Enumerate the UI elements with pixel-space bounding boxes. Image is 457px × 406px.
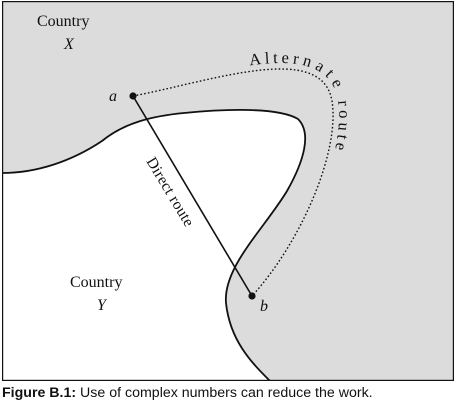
- figure: a b Country X Country Y Direct route Alt…: [2, 1, 454, 381]
- caption-label: Figure B.1:: [2, 385, 77, 401]
- point-a-label: a: [109, 88, 117, 105]
- point-b-label: b: [260, 298, 268, 315]
- figure-caption: Figure B.1: Use of complex numbers can r…: [2, 384, 454, 402]
- country-y-symbol: Y: [97, 297, 108, 314]
- point-a-marker: [129, 92, 137, 100]
- direct-route-line: [132, 95, 253, 297]
- point-b-marker: [248, 292, 256, 300]
- caption-text: Use of complex numbers can reduce the wo…: [76, 385, 373, 401]
- direct-route-label: Direct route: [143, 154, 198, 230]
- map-diagram: a b Country X Country Y Direct route Alt…: [2, 1, 454, 381]
- country-x-name: Country: [37, 13, 89, 30]
- country-x-symbol: X: [63, 36, 75, 53]
- country-y-name: Country: [70, 274, 122, 291]
- border-line: [2, 109, 306, 381]
- country-x-region: [2, 1, 454, 381]
- figure-frame: [2, 1, 454, 381]
